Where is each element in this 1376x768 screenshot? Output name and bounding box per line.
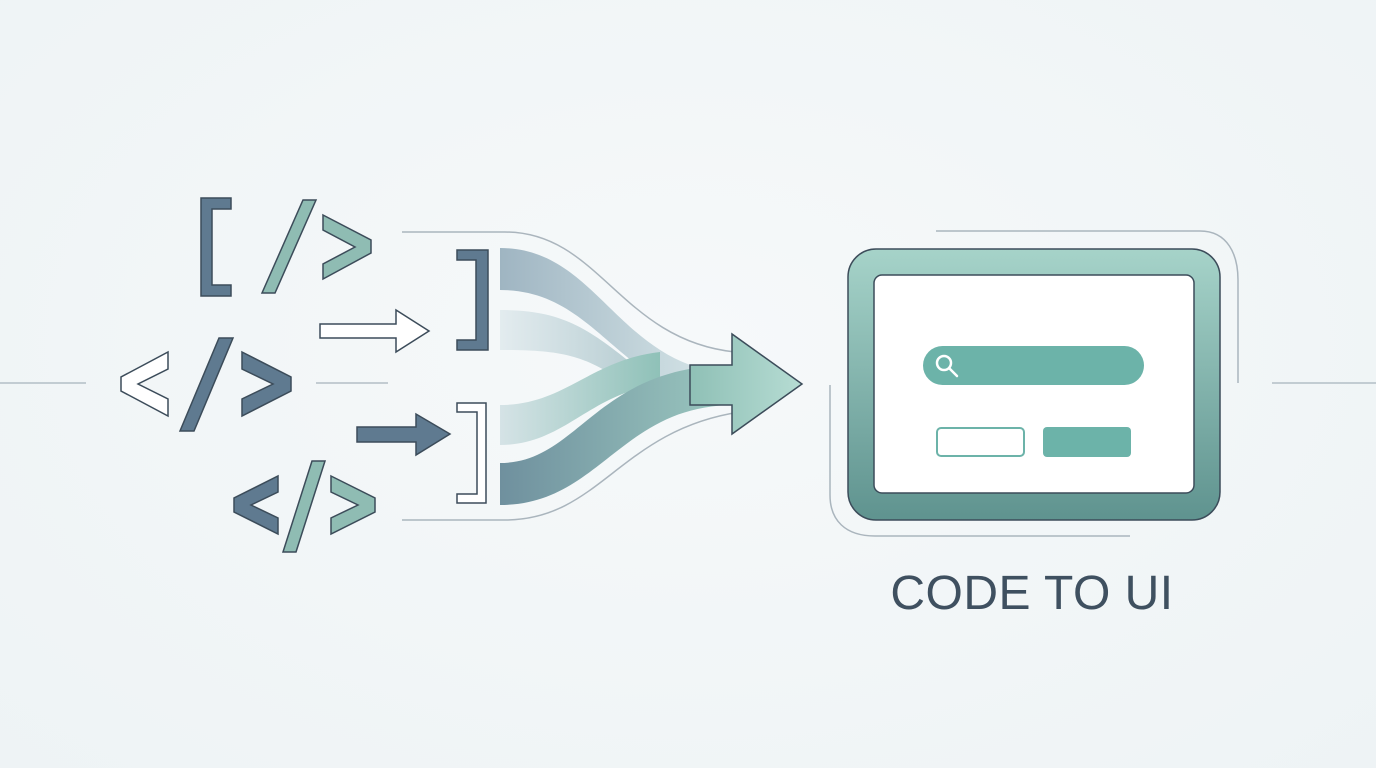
- flow-band-light: [500, 310, 640, 395]
- merge-guides: [402, 231, 741, 521]
- flow-arrow-head: [689, 332, 804, 436]
- solid-arrow-icon: [356, 412, 452, 457]
- open-bracket-icon: [200, 197, 232, 297]
- search-bar: [923, 346, 1144, 385]
- close-bracket-outline-icon: [456, 402, 487, 504]
- merge-flow-arrow-icon: [500, 248, 804, 505]
- chevron-left-outline-icon: [120, 350, 169, 418]
- flow-band-bottom: [500, 365, 735, 505]
- slash-icon: [260, 199, 318, 294]
- slash-icon: [281, 460, 327, 553]
- window-guide-top: [936, 230, 1239, 383]
- bracket-slash-chevron-icon: [200, 197, 372, 297]
- slash-icon: [178, 337, 235, 432]
- secondary-button-shape: [936, 427, 1025, 457]
- ui-window-icon: [829, 230, 1239, 537]
- chevron-right-icon: [322, 213, 372, 281]
- window-guide-bottom: [829, 385, 1130, 537]
- primary-button-shape: [1043, 427, 1131, 457]
- caption-title: CODE TO UI: [890, 567, 1174, 620]
- search-icon: [935, 354, 959, 378]
- input-brackets: [456, 249, 489, 504]
- code-tag-icon: [120, 337, 292, 432]
- chevron-right-icon: [330, 474, 376, 536]
- close-bracket-icon: [456, 249, 489, 351]
- flow-band-mid: [500, 352, 660, 445]
- outline-arrow-icon: [319, 308, 431, 354]
- chevron-left-icon: [233, 474, 279, 536]
- code-tag-small-icon: [233, 460, 376, 553]
- chevron-right-icon: [241, 350, 292, 418]
